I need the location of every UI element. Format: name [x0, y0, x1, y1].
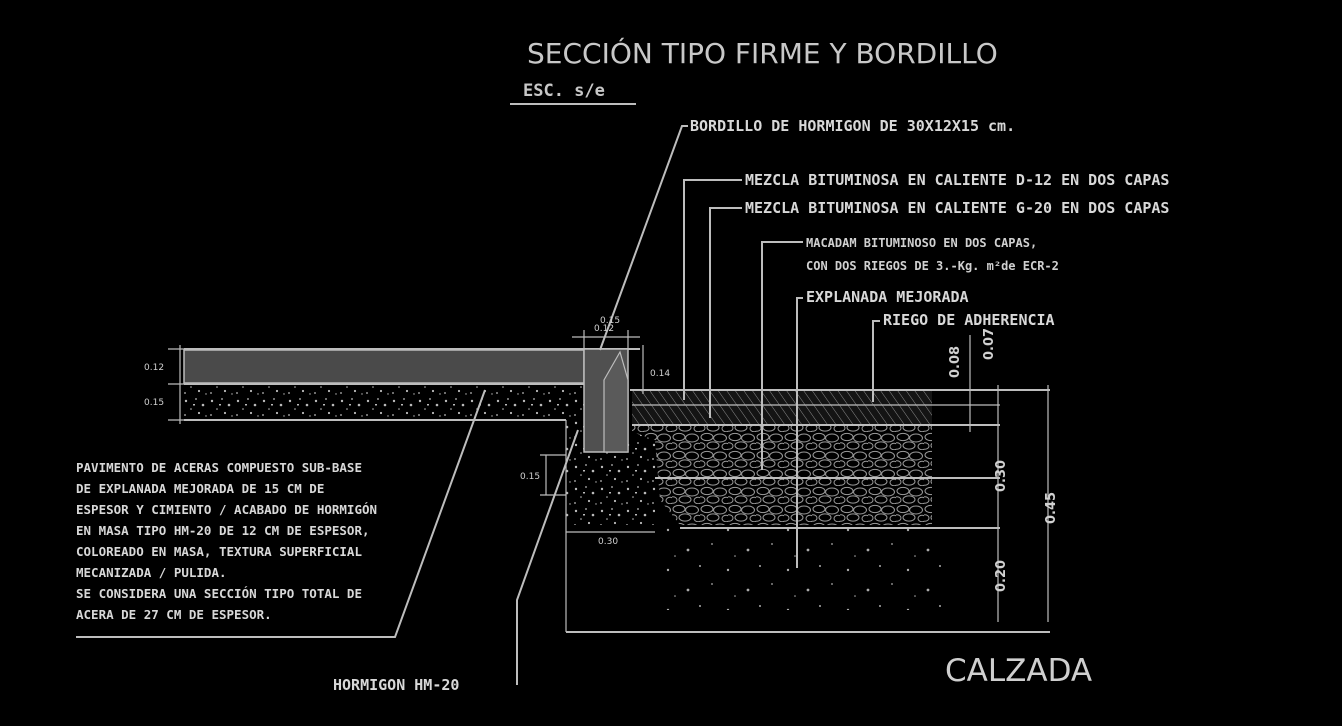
note-line: PAVIMENTO DE ACERAS COMPUESTO SUB-BASE	[76, 460, 362, 475]
callout-macadam-line2: CON DOS RIEGOS DE 3.-Kg. m²de ECR-2	[806, 259, 1059, 273]
note-line: SE CONSIDERA UNA SECCIÓN TIPO TOTAL DE	[76, 586, 362, 601]
leader-bordillo	[599, 125, 688, 351]
note-line: EN MASA TIPO HM-20 DE 12 CM DE ESPESOR,	[76, 523, 370, 538]
note-line: ACERA DE 27 CM DE ESPESOR.	[76, 607, 272, 622]
callout-riego: RIEGO DE ADHERENCIA	[883, 311, 1055, 329]
leader-mezcla-g20	[709, 207, 742, 418]
callout-mezcla-g20: MEZCLA BITUMINOSA EN CALIENTE G-20 EN DO…	[745, 199, 1169, 217]
dim-curb-width-a: 0.15	[600, 316, 620, 326]
leader-note	[76, 389, 486, 638]
callout-mezcla-d12: MEZCLA BITUMINOSA EN CALIENTE D-12 EN DO…	[745, 171, 1169, 189]
dim-sidewalk-top: 0.12	[144, 363, 164, 373]
callout-hormigon: HORMIGON HM-20	[333, 676, 459, 694]
dim-total-045: 0.45	[1044, 492, 1059, 524]
note-line: COLOREADO EN MASA, TEXTURA SUPERFICIAL	[76, 544, 362, 559]
section-title: SECCIÓN TIPO FIRME Y BORDILLO	[527, 36, 998, 70]
dim-sidewalk-base: 0.15	[144, 398, 164, 408]
curb-bevel	[603, 350, 629, 453]
layer-mezcla-d12	[632, 390, 932, 405]
note-line: MECANIZADA / PULIDA.	[76, 565, 227, 580]
sidewalk-concrete-slab	[183, 349, 585, 384]
callout-explanada: EXPLANADA MEJORADA	[806, 288, 969, 306]
dim-foundation-width: 0.30	[598, 537, 618, 547]
leader-explanada	[796, 297, 803, 568]
leader-macadam	[761, 241, 803, 470]
note-line: DE EXPLANADA MEJORADA DE 15 CM DE	[76, 481, 324, 496]
layer-explanada	[660, 528, 950, 610]
sidewalk-subbase	[184, 384, 584, 420]
layer-macadam	[632, 426, 932, 525]
leader-mezcla-d12	[683, 179, 742, 400]
dim-layer-020: 0.20	[994, 560, 1009, 592]
dim-layer-007: 0.07	[982, 328, 997, 360]
callout-bordillo: BORDILLO DE HORMIGON DE 30X12X15 cm.	[690, 117, 1015, 135]
dim-foundation-depth: 0.15	[520, 472, 540, 482]
scale-label: ESC. s/e	[523, 81, 605, 101]
leader-riego	[872, 320, 880, 402]
leader-hormigon	[516, 429, 579, 685]
callout-macadam-line1: MACADAM BITUMINOSO EN DOS CAPAS,	[806, 236, 1037, 250]
sidewalk-note: PAVIMENTO DE ACERAS COMPUESTO SUB-BASE D…	[76, 460, 377, 622]
calzada-label: CALZADA	[945, 653, 1092, 689]
dim-layer-008: 0.08	[948, 346, 963, 378]
dim-curb-reveal: 0.14	[650, 369, 670, 379]
dim-curb-width-b: 0.12	[594, 324, 614, 334]
note-line: ESPESOR Y CIMIENTO / ACABADO DE HORMIGÓN	[76, 502, 377, 517]
layer-mezcla-g20	[632, 405, 932, 425]
dim-layer-030: 0.30	[994, 460, 1009, 492]
